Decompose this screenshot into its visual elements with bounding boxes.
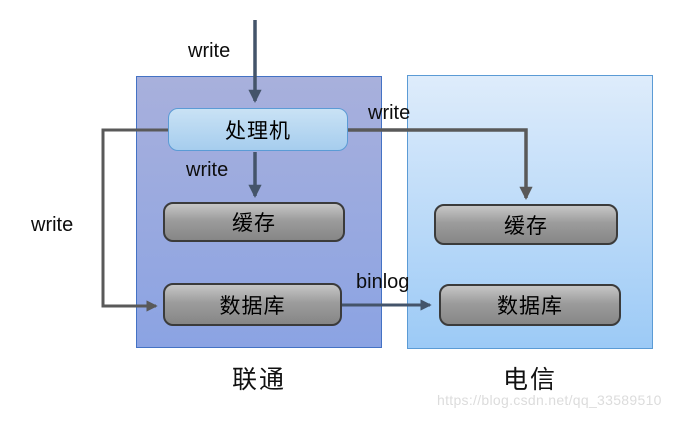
edge-label-write-top: write	[188, 40, 231, 62]
watermark-url: https://blog.csdn.net/qq_33589510	[437, 392, 662, 408]
node-cache-telecom: 缓存	[434, 204, 618, 245]
node-processor: 处理机	[168, 108, 348, 151]
node-cache-unicom-label: 缓存	[232, 212, 276, 235]
region-label-unicom: 联通	[231, 367, 286, 394]
node-cache-unicom: 缓存	[163, 202, 345, 242]
node-database-telecom-label: 数据库	[497, 295, 563, 318]
node-database-telecom: 数据库	[439, 284, 621, 326]
edge-label-write-mid: write	[186, 159, 229, 181]
node-cache-telecom-label: 缓存	[504, 214, 548, 238]
node-database-unicom-label: 数据库	[219, 294, 286, 318]
edge-label-write-left: write	[31, 214, 74, 236]
edge-label-write-right: write	[368, 102, 411, 124]
node-processor-label: 处理机	[225, 119, 291, 143]
edge-label-binlog: binlog	[356, 271, 410, 293]
node-database-unicom: 数据库	[163, 283, 342, 326]
region-label-telecom: 电信	[502, 367, 557, 394]
